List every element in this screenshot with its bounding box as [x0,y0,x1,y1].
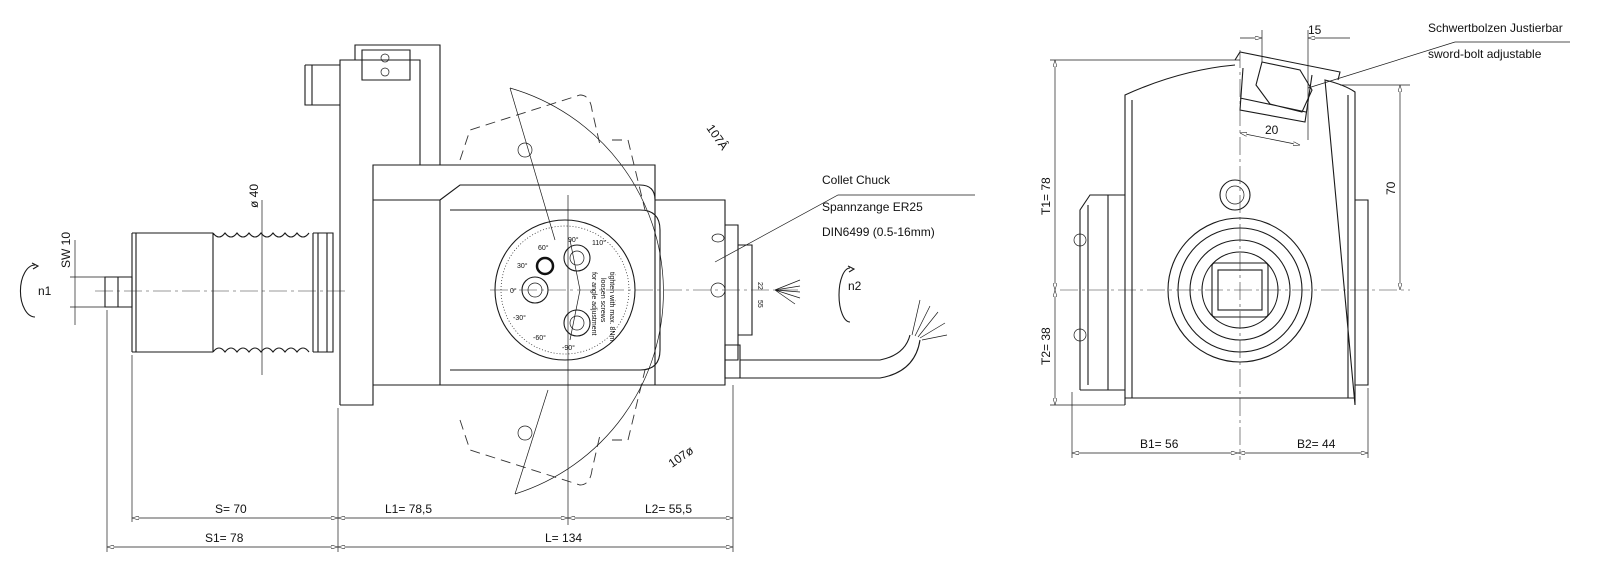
front-body [1124,64,1356,406]
shank [131,232,334,353]
dim-b2: B2= 44 [1297,437,1336,451]
dial-angle: 90° [568,236,579,244]
dim-arc-top: 107Â [704,121,732,153]
dial-angle: 30° [517,262,528,270]
cable [724,334,921,379]
dim-b1: B1= 56 [1140,437,1179,451]
dim-s: S= 70 [215,502,247,516]
sword-bolt [1234,51,1341,123]
dial-angle: -60° [533,334,546,342]
collet-label-1: Collet Chuck [822,173,891,187]
rotation-n1-icon [19,262,40,318]
swivel-position-up [459,94,646,211]
dim-15: 15 [1308,23,1322,37]
housing-body [340,164,656,406]
dim-t2: T2= 38 [1039,327,1053,365]
dial-text-3: tighten with max. 8Nm [608,272,615,341]
sword-label-de: Schwertbolzen Justierbar [1428,21,1563,35]
scale-55: 55 [756,300,763,308]
dial-angle: 60° [538,244,549,252]
dim-s1: S1= 78 [205,531,244,545]
dim-20: 20 [1265,123,1279,137]
front-view: T1= 78 T2= 38 70 B1= 56 B2= 44 15 20 Sch… [1039,21,1570,460]
dim-l1: L1= 78,5 [385,502,432,516]
dim-l: L= 134 [545,531,582,545]
label-n1: n1 [38,284,52,298]
dim-l2: L2= 55,5 [645,502,692,516]
flange [655,199,753,386]
swivel-arc [509,87,664,495]
rotation-n2-icon [838,265,856,323]
dim-t1: T1= 78 [1039,177,1053,215]
scale-22: 22 [756,282,763,290]
collet-label-2: Spannzange ER25 [822,200,923,214]
label-n2: n2 [848,279,862,293]
collet-label-3: DIN6499 (0.5-16mm) [822,225,935,239]
dial-angle: 110° [592,239,606,247]
swivel-position-down [459,369,646,486]
dial-angle: 0° [510,287,517,295]
side-view: n1 SW 10 ø 40 22 55 [19,44,975,552]
dial-text-1: for angle adjustment [590,272,597,335]
dim-arc-bottom: 107ø [666,443,697,471]
dim-70: 70 [1384,181,1398,195]
dim-sw: SW 10 [59,232,73,268]
dim-dia40: ø 40 [247,184,261,208]
dimension-lines-bottom [106,310,734,552]
dial-text-2: loosen screws [599,278,606,323]
dial-angle: -30° [513,314,526,322]
shank-thread [212,232,314,353]
drive-pin [104,276,133,308]
housing-plate [304,44,441,405]
front-flange-left [1079,194,1125,391]
sword-label-en: sword-bolt adjustable [1428,47,1542,61]
dial-angle: -90° [562,344,575,352]
